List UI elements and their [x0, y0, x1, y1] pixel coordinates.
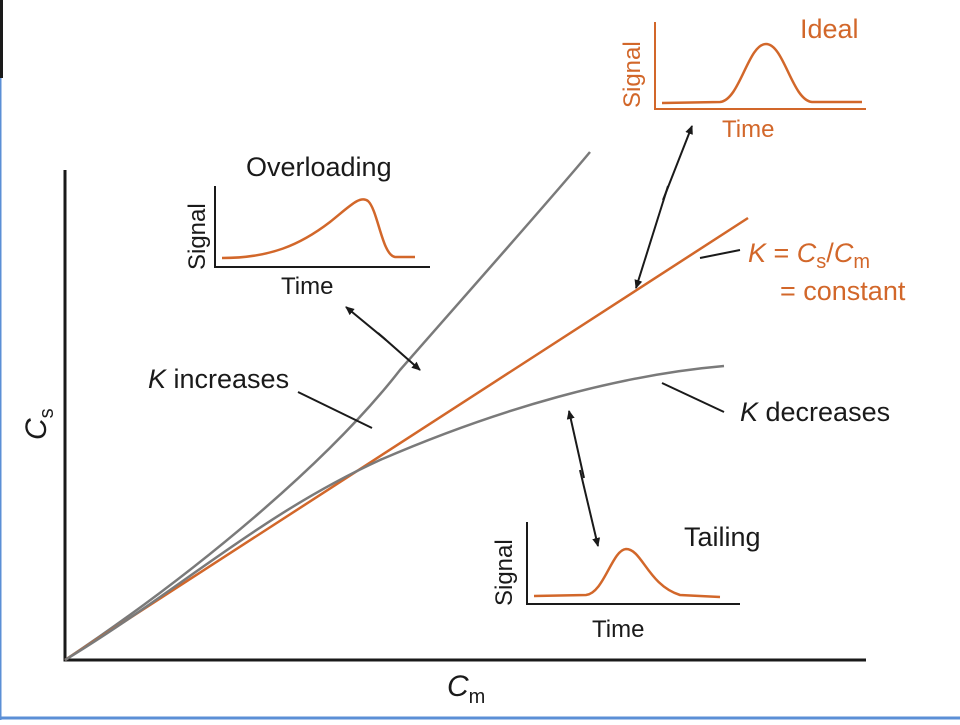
- tailing-xlabel: Time: [592, 616, 644, 643]
- k-increases-label: K increases: [148, 364, 289, 394]
- ideal-inset-axes: [654, 22, 866, 110]
- k-decreases-label: K decreases: [740, 397, 890, 427]
- overloading-arrow-tail: [377, 332, 421, 371]
- overloading-peak: [221, 198, 415, 260]
- tailing-peak: [533, 547, 721, 599]
- frame-corner-mark: [0, 0, 3, 78]
- x-axis-label: Cm: [447, 670, 485, 708]
- overloading-inset: Overloading Signal Time: [184, 152, 430, 300]
- ideal-ylabel: Signal: [619, 41, 646, 108]
- tailing-inset-axes: [526, 522, 740, 605]
- overloading-inset-axes: [214, 186, 430, 268]
- k-constant-line: [64, 216, 749, 662]
- ideal-xlabel: Time: [722, 116, 774, 143]
- tailing-title: Tailing: [684, 522, 761, 552]
- tailing-ylabel: Signal: [491, 539, 518, 606]
- overloading-ylabel: Signal: [184, 203, 211, 270]
- overloading-title: Overloading: [246, 152, 392, 182]
- k-increases-leader: [297, 391, 373, 429]
- ideal-inset: Ideal Signal Time: [619, 14, 866, 143]
- tailing-arrow-tail: [579, 469, 601, 547]
- y-axis-label: Cs: [20, 408, 58, 440]
- k-decreases-curve: [64, 364, 725, 662]
- k-constant-leader: [699, 249, 741, 259]
- ideal-peak: [661, 42, 862, 105]
- ideal-title: Ideal: [800, 14, 859, 44]
- ideal-arrow-tail: [634, 185, 669, 289]
- tailing-arrow-head: [566, 410, 585, 479]
- tailing-inset: Tailing Signal Time: [491, 522, 761, 643]
- k-constant-text: = constant: [780, 276, 906, 306]
- k-increases-curve: [64, 151, 591, 662]
- k-constant-equation-label: K = Cs/Cm: [748, 238, 870, 273]
- k-decreases-leader: [661, 382, 725, 413]
- overloading-xlabel: Time: [281, 273, 333, 300]
